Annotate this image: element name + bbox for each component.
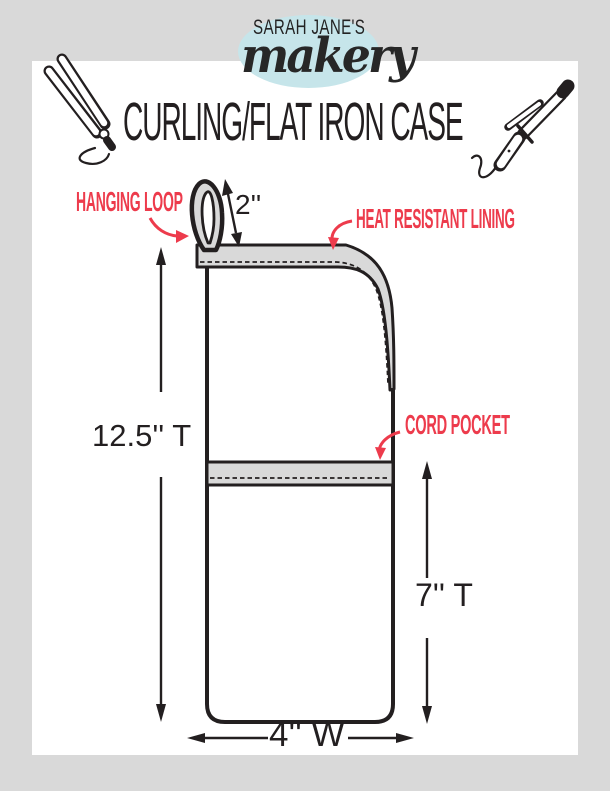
loop-measurement: 2'' <box>235 189 262 220</box>
heat-lining-band <box>195 243 396 392</box>
hanging-loop-callout-arrow <box>148 217 189 243</box>
logo-oval <box>238 15 379 88</box>
pocket-measure-arrow <box>422 461 432 724</box>
cord-pocket-band <box>205 460 395 487</box>
page-title: CURLING/FLAT IRON CASE <box>123 92 464 152</box>
width-measure-arrow <box>187 733 414 743</box>
height-measure-arrow <box>156 247 166 722</box>
heat-lining-callout-arrow <box>328 219 353 250</box>
hanging-loop-label: HANGING LOOP <box>76 186 183 217</box>
brand-name-top: SARAH JANE'S <box>253 16 366 39</box>
pocket-measurement: 7'' T <box>415 577 473 613</box>
heat-lining-label: HEAT RESISTANT LINING <box>356 203 515 234</box>
cord-pocket-label: CORD POCKET <box>405 409 510 440</box>
brand-name-script: makery <box>241 28 416 84</box>
hanging-loop-shape <box>189 179 225 253</box>
flat-iron-icon <box>43 53 116 165</box>
height-measurement: 12.5'' T <box>92 418 192 453</box>
cord-pocket-callout-arrow <box>375 430 401 460</box>
loop-measure-arrow <box>222 179 242 247</box>
width-measurement: 4'' W <box>269 715 345 754</box>
curling-iron-icon <box>470 79 575 179</box>
